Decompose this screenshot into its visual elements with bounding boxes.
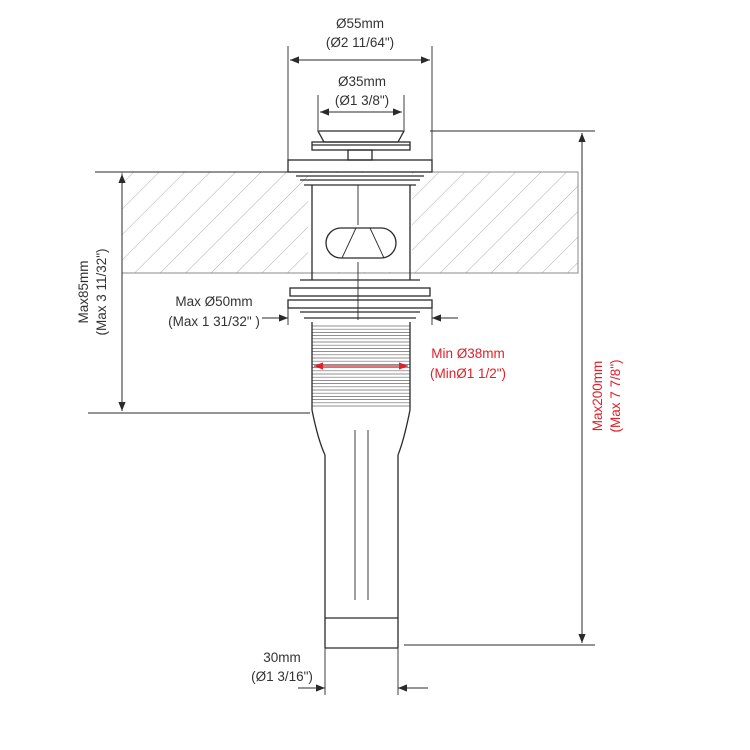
tail-diameter-metric: 30mm — [263, 650, 301, 665]
max-height-imperial: (Max 7 7/8") — [608, 359, 623, 432]
tail-diameter-imperial: (Ø1 3/16") — [251, 669, 313, 684]
dimension-labels: Ø55mm (Ø2 11/64") Ø35mm (Ø1 3/8") Max Ø5… — [76, 16, 623, 684]
drain-body — [287, 130, 433, 649]
cap-diameter-imperial: (Ø1 3/8") — [335, 93, 389, 108]
max-hole-diameter-metric: Max Ø50mm — [175, 294, 252, 309]
dimension-arrows — [118, 56, 586, 692]
max-height-metric: Max200mm — [590, 361, 605, 432]
max-hole-diameter-imperial: (Max 1 31/32" ) — [168, 314, 260, 329]
max-thickness-imperial: (Max 3 11/32") — [94, 248, 109, 335]
flange-diameter-metric: Ø55mm — [336, 16, 384, 31]
cap-diameter-metric: Ø35mm — [338, 74, 386, 89]
min-thread-diameter-imperial: (MinØ1 1/2") — [430, 366, 506, 381]
countertop-section — [121, 171, 579, 274]
flange-diameter-imperial: (Ø2 11/64") — [326, 35, 394, 50]
extension-lines — [88, 46, 595, 695]
min-thread-diameter-metric: Min Ø38mm — [431, 346, 505, 361]
max-thickness-metric: Max85mm — [76, 260, 91, 323]
